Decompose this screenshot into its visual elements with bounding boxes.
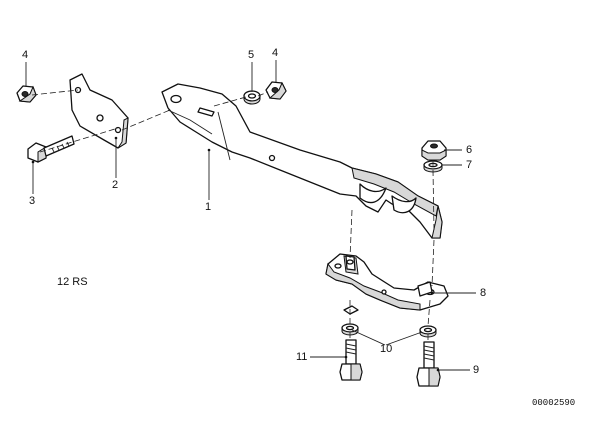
callout-9: 9	[473, 364, 480, 376]
callout-4-left: 4	[22, 49, 29, 61]
callout-1: 1	[205, 201, 212, 213]
part-11-long-bolt	[339, 339, 363, 381]
part-9-bolt	[416, 341, 441, 387]
part-10-washer-right	[419, 325, 437, 338]
part-4-nut-left	[16, 85, 37, 103]
part-7-lock-washer	[423, 160, 443, 173]
callout-10: 10	[380, 343, 393, 355]
part-2-bracket-plate	[69, 73, 129, 149]
part-8-lower-bracket	[325, 253, 449, 311]
callout-8: 8	[480, 287, 487, 299]
part-6-nut	[421, 140, 447, 161]
callout-7: 7	[466, 159, 473, 171]
callout-6: 6	[466, 144, 473, 156]
part-1-main-bracket	[161, 83, 443, 239]
model-note: 12 RS	[57, 276, 88, 288]
callout-leaders	[25, 60, 476, 372]
part-5-washer	[243, 90, 261, 105]
callout-11: 11	[296, 351, 308, 363]
callout-2: 2	[112, 179, 119, 191]
callout-3: 3	[29, 195, 36, 207]
part-4-nut-right	[265, 81, 287, 100]
callout-4-right: 4	[272, 47, 279, 59]
diagram-number: 00002590	[532, 398, 576, 408]
callout-5: 5	[248, 49, 255, 61]
assembly-axis-lines	[31, 89, 435, 342]
part-10-washer-left	[341, 305, 359, 336]
